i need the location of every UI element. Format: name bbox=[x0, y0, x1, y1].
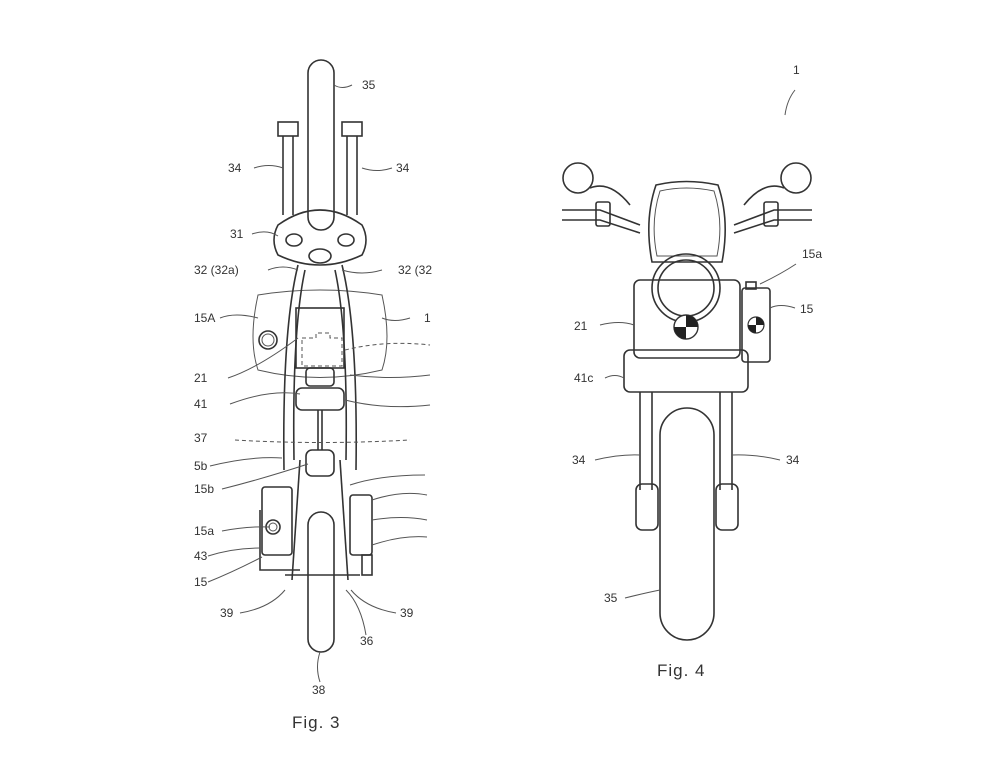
fig4-label-15: 15 bbox=[800, 302, 814, 316]
label-41: 41 bbox=[194, 397, 208, 411]
label-35: 35 bbox=[362, 78, 376, 92]
front-wheel-35 bbox=[659, 407, 715, 641]
mirror-left bbox=[562, 162, 594, 194]
label-21: 21 bbox=[194, 371, 208, 385]
center-of-gravity-mark-15 bbox=[747, 316, 765, 334]
fork-cap-left bbox=[277, 121, 299, 137]
windscreen bbox=[648, 180, 726, 263]
fig4-label-35: 35 bbox=[604, 591, 618, 605]
label-31: 31 bbox=[230, 227, 244, 241]
label-32-left: 32 (32a) bbox=[194, 263, 239, 277]
mirror-right bbox=[780, 162, 812, 194]
label-37: 37 bbox=[194, 431, 208, 445]
handle-crown bbox=[273, 209, 367, 266]
auxiliary-battery bbox=[261, 486, 293, 556]
label-34-left: 34 bbox=[228, 161, 242, 175]
fig4-label-34-left: 34 bbox=[572, 453, 586, 467]
fig4-label-41c: 41c bbox=[574, 371, 593, 385]
label-15A: 15A bbox=[194, 311, 215, 325]
fig3-drawing bbox=[207, 59, 431, 683]
label-39-left: 39 bbox=[220, 606, 234, 620]
fig4-labels: 1 15a 15 21 41c 34 34 35 Fig. 4 bbox=[572, 63, 822, 680]
fig4-label-21: 21 bbox=[574, 319, 588, 333]
label-34-right: 34 bbox=[396, 161, 410, 175]
fig4-label-1: 1 bbox=[793, 63, 800, 77]
label-15b: 15b bbox=[194, 482, 214, 496]
label-39-right: 39 bbox=[400, 606, 414, 620]
leg-shield-41c bbox=[623, 349, 749, 393]
front-wheel bbox=[307, 59, 335, 231]
label-36: 36 bbox=[360, 634, 374, 648]
center-of-gravity-mark-21 bbox=[673, 314, 699, 340]
front-body bbox=[633, 279, 741, 359]
fig4-label-15a: 15a bbox=[802, 247, 822, 261]
fig3-labels: 35 34 34 31 32 (32a) 32 (32 15A 1 21 41 … bbox=[194, 78, 432, 732]
label-32-right: 32 (32 bbox=[398, 263, 432, 277]
fig4-caption: Fig. 4 bbox=[657, 661, 706, 680]
fork-cap-right bbox=[341, 121, 363, 137]
fig4-label-34-right: 34 bbox=[786, 453, 800, 467]
headlight bbox=[651, 253, 721, 323]
label-15: 15 bbox=[194, 575, 208, 589]
cowl-outline bbox=[252, 289, 388, 378]
controller bbox=[295, 387, 345, 411]
label-15a: 15a bbox=[194, 524, 214, 538]
label-38: 38 bbox=[312, 683, 326, 697]
label-43: 43 bbox=[194, 549, 208, 563]
fig4-drawing bbox=[562, 89, 812, 641]
label-5b: 5b bbox=[194, 459, 208, 473]
rear-wheel bbox=[307, 511, 335, 653]
label-1: 1 bbox=[424, 311, 431, 325]
fig3-caption: Fig. 3 bbox=[292, 713, 341, 732]
